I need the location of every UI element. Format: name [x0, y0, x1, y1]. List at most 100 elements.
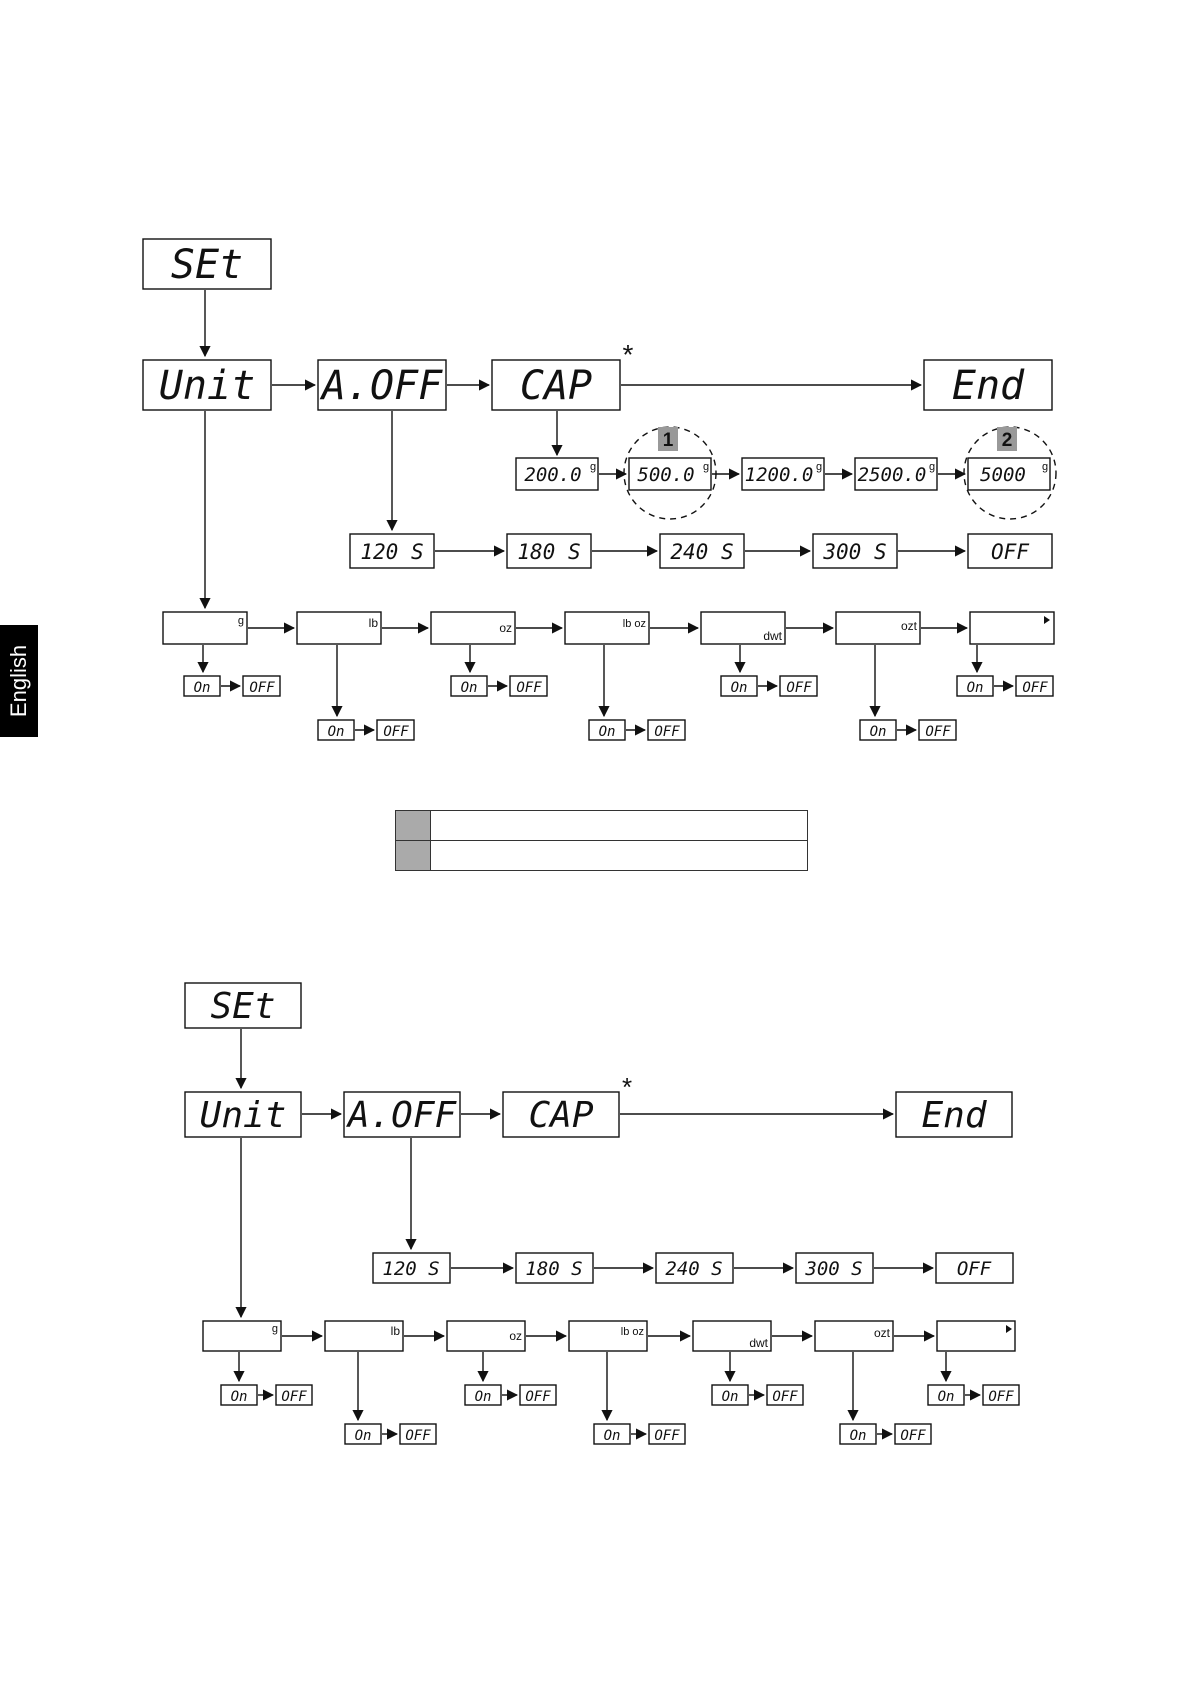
legend-row — [396, 811, 807, 841]
top-unit-lboz-label: lb oz — [623, 618, 646, 630]
top-aoff-option-1-text: 120 S — [360, 540, 423, 564]
bottom-off-7: OFF — [988, 1389, 1014, 1405]
legend-key-swatch — [396, 841, 431, 870]
top-cap-unit-5: g — [1042, 461, 1048, 473]
bottom-unit-oz — [446, 1320, 526, 1352]
top-diagram — [142, 238, 1057, 741]
bottom-unit-dwt-label: dwt — [749, 1336, 768, 1350]
bottom-off-3: OFF — [525, 1389, 551, 1405]
bottom-unit-ozt — [814, 1320, 894, 1352]
bottom-on-2: On — [355, 1428, 372, 1444]
top-cap-text: CAP — [520, 363, 592, 409]
top-cap-option-5 — [967, 457, 1051, 491]
top-unit-ozt — [835, 611, 921, 645]
top-end-display — [923, 359, 1053, 411]
top-unit-lb — [296, 611, 382, 645]
top-aoff-option-2-text: 180 S — [517, 540, 580, 564]
top-off-6: OFF — [925, 724, 951, 740]
top-badge-2: 2 — [1002, 430, 1013, 451]
bottom-unit-text: Unit — [200, 1095, 287, 1136]
top-cap-option-4-text: 2500.0 — [858, 464, 927, 486]
top-aoff-option-3-text: 240 S — [670, 540, 733, 564]
legend-value — [431, 811, 807, 840]
top-unit-lb-oz — [564, 611, 650, 645]
bottom-off-2: OFF — [405, 1428, 431, 1444]
bottom-set-text: SEt — [210, 986, 275, 1027]
bottom-on-7: On — [938, 1389, 955, 1405]
top-aoff-option-4 — [812, 533, 898, 569]
top-cap-option-3-text: 1200.0 — [745, 464, 814, 486]
bottom-aoff-option-2-text: 180 S — [525, 1258, 582, 1280]
bottom-aoff-option-3 — [655, 1252, 734, 1284]
top-off-2: OFF — [383, 724, 409, 740]
bottom-on-5: On — [722, 1389, 739, 1405]
bottom-aoff-option-4-text: 300 S — [804, 1258, 862, 1280]
top-cap-option-4 — [854, 457, 938, 491]
top-aoff-option-5-text: OFF — [991, 540, 1029, 564]
top-off-3: OFF — [516, 680, 542, 696]
top-cap-option-3 — [741, 457, 825, 491]
top-aoff-option-5 — [967, 533, 1053, 569]
top-cap-asterisk: * — [623, 339, 634, 370]
bottom-aoff-option-1 — [372, 1252, 451, 1284]
bottom-on-3: On — [475, 1389, 492, 1405]
bottom-cap-text: CAP — [528, 1095, 593, 1136]
top-unit-custom — [969, 611, 1055, 645]
top-set-text: SEt — [171, 242, 243, 288]
top-badge-1: 1 — [663, 430, 674, 451]
top-cap-unit-1: g — [590, 461, 596, 473]
bottom-aoff-option-5-text: OFF — [957, 1258, 992, 1280]
top-cap-option-2-text: 500.0 — [637, 464, 694, 486]
language-tab[interactable]: English — [0, 625, 38, 737]
bottom-cap-display — [502, 1091, 620, 1138]
top-unit-ozt-label: ozt — [901, 619, 918, 633]
top-cap-highlight-1 — [623, 426, 717, 520]
bottom-aoff-option-1-text: 120 S — [382, 1258, 439, 1280]
top-end-text: End — [952, 363, 1025, 409]
bottom-unit-ozt-label: ozt — [874, 1326, 891, 1340]
top-on-3: On — [461, 680, 478, 696]
top-off-4: OFF — [654, 724, 680, 740]
legend-key-swatch — [396, 811, 431, 840]
top-on-7: On — [967, 680, 984, 696]
top-aoff-option-1 — [349, 533, 435, 569]
top-aoff-option-4-text: 300 S — [822, 540, 886, 564]
top-on-6: On — [870, 724, 887, 740]
bottom-aoff-option-5 — [935, 1252, 1014, 1284]
bottom-unit-lb-label: lb — [391, 1324, 401, 1338]
top-on-5: On — [731, 680, 748, 696]
top-on-2: On — [328, 724, 345, 740]
bottom-unit-lb — [324, 1320, 404, 1352]
legend-table — [395, 810, 808, 871]
bottom-unit-display — [184, 1091, 302, 1138]
top-set-display — [142, 238, 272, 290]
top-cap-unit-3: g — [816, 461, 822, 473]
top-aoff-text: A.OFF — [319, 363, 443, 409]
top-unit-g — [162, 611, 248, 645]
bottom-aoff-option-4 — [795, 1252, 874, 1284]
top-off-1: OFF — [249, 680, 275, 696]
bottom-unit-lboz-label: lb oz — [621, 1326, 644, 1338]
bottom-aoff-option-2 — [515, 1252, 594, 1284]
bottom-unit-g-label: g — [272, 1323, 278, 1335]
top-aoff-display — [317, 359, 447, 411]
top-cap-option-2 — [628, 457, 712, 491]
legend-row — [396, 841, 807, 870]
bottom-cap-asterisk: * — [622, 1072, 632, 1102]
bottom-off-5: OFF — [772, 1389, 798, 1405]
top-cap-highlight-2 — [963, 426, 1057, 520]
top-unit-oz — [430, 611, 516, 645]
bottom-on-6: On — [850, 1428, 867, 1444]
top-cap-option-5-text: 5000 — [980, 464, 1026, 486]
bottom-unit-g — [202, 1320, 282, 1352]
bottom-off-6: OFF — [900, 1428, 926, 1444]
bottom-off-1: OFF — [281, 1389, 307, 1405]
top-unit-dwt — [700, 611, 786, 645]
top-cap-unit-2: g — [703, 461, 709, 473]
bottom-set-display — [184, 982, 302, 1029]
bottom-on-1: On — [231, 1389, 248, 1405]
bottom-unit-custom — [936, 1320, 1016, 1352]
top-cap-option-1 — [515, 457, 599, 491]
top-unit-dwt-label: dwt — [763, 629, 782, 643]
